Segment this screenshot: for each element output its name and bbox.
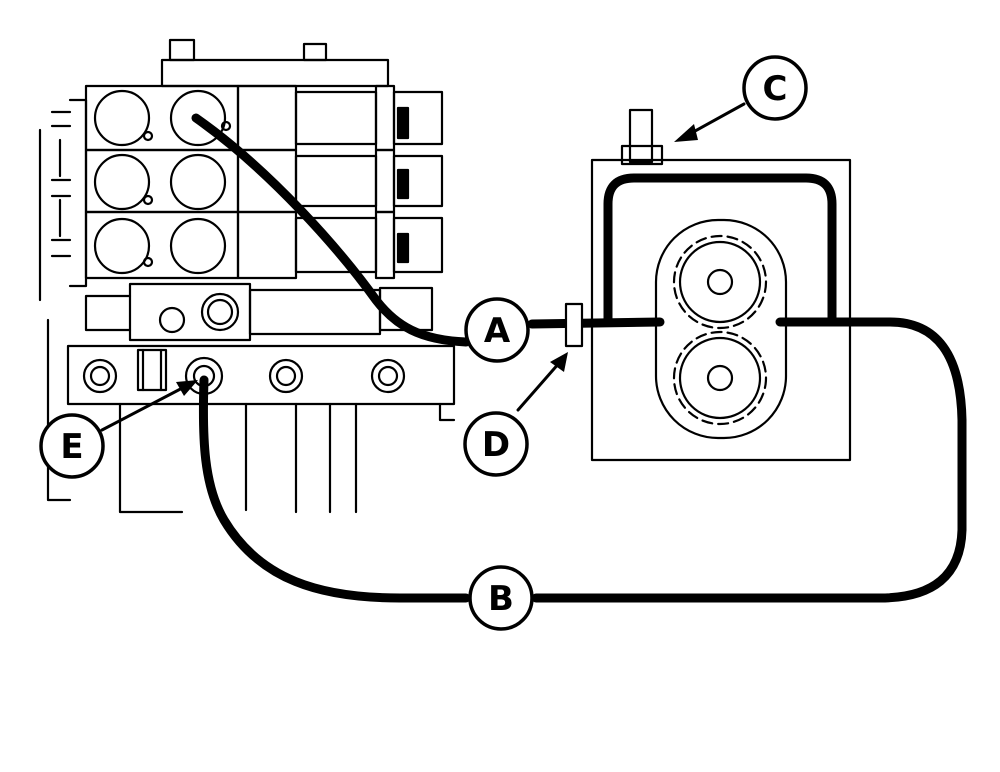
mounting-bolt-right bbox=[302, 42, 328, 62]
pump-shaft bbox=[628, 108, 654, 164]
pump-housing bbox=[590, 158, 852, 462]
hoses bbox=[191, 113, 967, 603]
valve-section-3 bbox=[84, 210, 444, 280]
mounting-frame bbox=[46, 318, 456, 514]
callout-b-label: B bbox=[488, 579, 514, 619]
callout-d-label: D bbox=[482, 425, 510, 465]
mounting-bolt-left bbox=[168, 38, 196, 62]
valve-section-1 bbox=[84, 84, 444, 152]
valve-top-plate bbox=[160, 58, 390, 88]
lower-gear bbox=[672, 330, 768, 426]
callout-a-label: A bbox=[484, 311, 511, 351]
hose-fitting bbox=[564, 302, 584, 348]
callouts: A B C D E bbox=[39, 55, 808, 631]
pressure-line bbox=[191, 113, 471, 347]
callout-b: B bbox=[468, 565, 534, 631]
callout-e-label: E bbox=[60, 427, 83, 467]
pump-internal-loop bbox=[603, 173, 837, 325]
control-valve-assembly bbox=[38, 38, 456, 514]
arrowhead-c bbox=[674, 124, 698, 142]
inlet-cover bbox=[84, 282, 434, 342]
leader-lines bbox=[100, 102, 746, 432]
callout-d: D bbox=[463, 411, 529, 477]
lower-manifold bbox=[66, 344, 456, 406]
pump-inlet-line bbox=[527, 317, 665, 329]
callout-e: E bbox=[39, 413, 105, 479]
gear-pump bbox=[590, 108, 852, 462]
pump-shaft-collar bbox=[620, 144, 664, 166]
callout-c: C bbox=[742, 55, 808, 121]
return-line bbox=[198, 317, 967, 603]
upper-gear bbox=[672, 234, 768, 330]
gear-chamber bbox=[654, 218, 788, 440]
arrowhead-e bbox=[176, 380, 198, 396]
valve-left-bracket bbox=[38, 98, 88, 302]
callout-a: A bbox=[464, 297, 530, 363]
arrowhead-d bbox=[550, 352, 568, 372]
callout-c-label: C bbox=[763, 69, 788, 109]
valve-section-2 bbox=[84, 148, 444, 214]
